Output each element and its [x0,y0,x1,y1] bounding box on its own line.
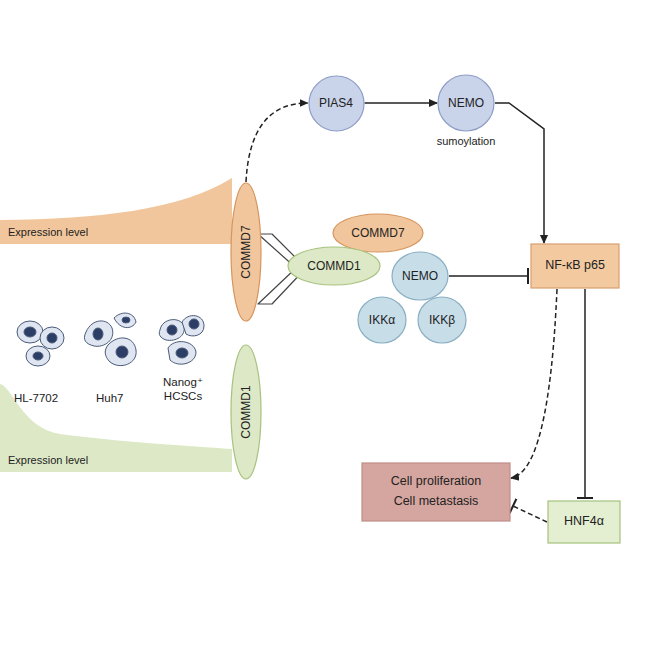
protein-ellipse: COMMD1 [230,344,262,480]
node-shape [392,252,448,300]
protein-circle: NEMO [391,251,449,301]
outcome-box: Cell proliferationCell metastasis [361,462,511,522]
factor-box: NF-κB p65 [530,243,620,289]
axis-label: Expression level [8,454,88,467]
inhibition-line [449,275,528,277]
protein-circle: PIAS4 [308,75,365,132]
node-label: COMMD7 [351,226,404,241]
node-shape [418,297,466,343]
node-label: HNF4α [564,514,604,530]
factor-box: HNF4α [547,500,621,544]
cell-illustration [17,313,204,366]
node-outline [361,462,511,522]
protein-circle: IKKα [357,296,407,344]
node-shape [231,345,261,479]
cell-label: Huh7 [96,392,124,406]
activation-arrow [246,103,308,182]
node-label: NEMO [402,269,438,284]
node-shape [438,75,494,131]
node-shape [288,247,380,285]
activation-arrow [511,289,557,478]
node-shape [333,214,423,252]
node-label: Cell metastasis [394,494,479,510]
node-shape [548,501,620,543]
expression-band-high [0,178,232,244]
node-shape [358,297,406,343]
node-label: Cell proliferation [391,474,481,490]
node-label: COMMD1 [239,385,253,438]
node-label: IKKα [369,313,395,328]
cell-label: Nanog⁺ HCSCs [154,376,212,404]
node-label: COMMD7 [239,225,253,278]
node-label: sumoylation [437,135,496,147]
node-shape [531,244,619,288]
node-label: NEMO [448,96,484,111]
activation-arrow [495,103,544,243]
node-label: IKKβ [429,313,455,328]
inhibition-line [584,289,586,498]
node-shape [309,76,364,131]
inhibition-line [513,506,547,522]
protein-circle: IKKβ [417,296,467,344]
protein-ellipse: COMMD7 [230,182,262,322]
node-label: COMMD1 [307,259,360,274]
activation-arrow [365,102,438,104]
cell-label: HL-7702 [14,392,58,406]
node-shape [231,183,261,321]
axis-label: Expression level [8,226,88,239]
protein-circle: NEMOsumoylation [437,74,495,132]
protein-ellipse: COMMD1 [287,246,381,286]
node-label: PIAS4 [319,96,353,111]
node-shape [362,463,510,521]
node-label: NF-κB p65 [545,258,605,274]
